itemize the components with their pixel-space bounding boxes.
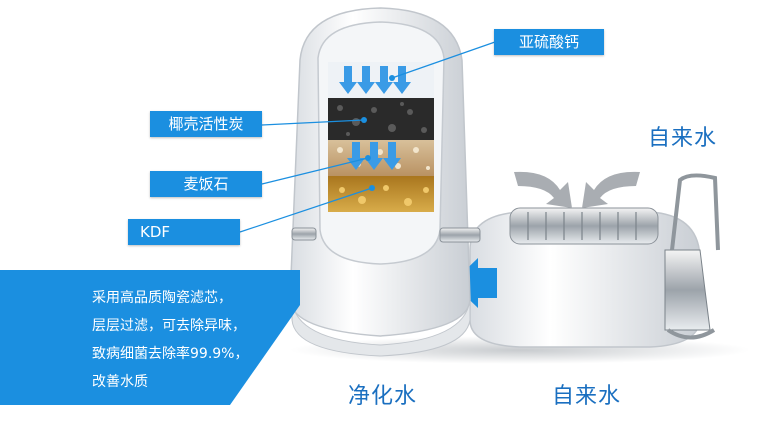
chrome-collar (509, 207, 659, 245)
callout-maifan-stone: 麦饭石 (150, 171, 262, 197)
clamp-wire (670, 173, 720, 251)
leader-lines (239, 41, 496, 233)
flow-arrow-blue (452, 258, 497, 308)
label-tap-water-bottom: 自来水 (552, 384, 622, 409)
kdf-texture (339, 185, 429, 206)
leader-dots (361, 75, 395, 191)
connector-band (439, 227, 481, 243)
callout-kdf: KDF (128, 219, 240, 245)
layer-coconut-carbon (328, 98, 434, 140)
description-line: 致病细菌去除率99.9%， (92, 346, 249, 362)
callout-coconut-carbon: 椰壳活性炭 (150, 111, 262, 137)
description-text: 采用高品质陶瓷滤芯， 层层过滤，可去除异味， 致病细菌去除率99.9%， 改善水… (92, 284, 302, 396)
label-purified-water: 净化水 (348, 384, 418, 409)
callout-calcium-sulfite: 亚硫酸钙 (494, 29, 604, 55)
description-line: 改善水质 (92, 374, 148, 390)
filter-flow-arrows (339, 66, 411, 170)
description-line: 层层过滤，可去除异味， (92, 318, 246, 334)
label-tap-water-top: 自来水 (648, 126, 718, 151)
description-line: 采用高品质陶瓷滤芯， (92, 290, 232, 306)
collar-grip (527, 212, 637, 240)
layer-kdf (328, 176, 434, 212)
carbon-texture (337, 102, 427, 136)
inflow-arrows (514, 171, 640, 208)
description-panel (0, 270, 300, 405)
faucet-adapter (664, 249, 711, 331)
housing-base (291, 299, 471, 357)
